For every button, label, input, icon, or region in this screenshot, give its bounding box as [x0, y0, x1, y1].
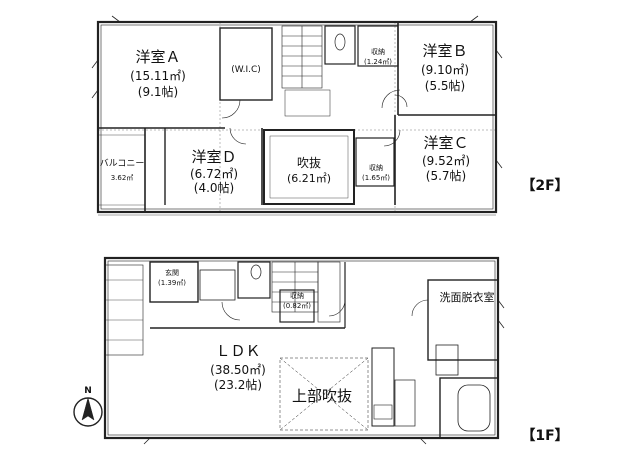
- floor2-windows: [91, 15, 503, 169]
- floor1-door-swings: [221, 299, 429, 321]
- wic-name: (W.I.C): [231, 65, 261, 75]
- storage-mid-area: (1.65㎡): [362, 174, 390, 182]
- room-c-name: 洋室Ｃ: [423, 134, 468, 152]
- room-a-name: 洋室Ａ: [135, 48, 180, 66]
- room-a-area: (15.11㎡): [130, 69, 186, 83]
- bathtub-icon: [457, 384, 491, 432]
- north-compass-icon: [73, 397, 103, 427]
- balcony-name: バルコニー: [100, 158, 145, 169]
- entrance-name: 玄関: [165, 268, 179, 277]
- void-area: (6.21㎡): [287, 172, 331, 185]
- storage-mid-name: 収納: [369, 163, 383, 172]
- storage-1f-area: (0.82㎡): [283, 302, 311, 310]
- storage-1f-name: 収納: [290, 291, 304, 300]
- floor2-inner-wall: [100, 24, 494, 210]
- floor2-door-swings: [221, 89, 408, 147]
- storage-top-area: (1.24㎡): [364, 58, 392, 66]
- room-b-area: (9.10㎡): [421, 63, 469, 77]
- ldk-name: ＬＤＫ: [215, 342, 260, 360]
- room-a-tatami: (9.1帖): [138, 84, 178, 99]
- entrance-area: (1.39㎡): [158, 279, 186, 287]
- stove-icon: [373, 404, 393, 420]
- ldk-area: (38.50㎡): [210, 363, 266, 377]
- kitchen-counter: [371, 347, 395, 427]
- room-d-area: (6.72㎡): [190, 167, 238, 181]
- upper-void-name: 上部吹抜: [292, 387, 352, 405]
- toilet-icon: [334, 33, 346, 51]
- room-c-area: (9.52㎡): [422, 154, 470, 168]
- floor2-plan: [91, 15, 503, 216]
- floor2-outer-wall: [96, 20, 498, 214]
- room-d-tatami: (4.0帖): [194, 180, 234, 195]
- void-frame: [263, 129, 355, 205]
- room-d-name: 洋室Ｄ: [191, 148, 236, 166]
- balcony-railing: [98, 134, 145, 206]
- balcony-area: 3.62㎡: [111, 174, 134, 182]
- entrance-wall: [149, 261, 199, 303]
- wic-wall: [219, 27, 273, 101]
- storage-top-name: 収納: [371, 47, 385, 56]
- room-c-tatami: (5.7帖): [426, 168, 466, 183]
- floor1-tag: 【1F】: [521, 428, 568, 444]
- ldk-tatami: (23.2帖): [214, 377, 262, 392]
- void-name: 吹抜: [297, 156, 321, 170]
- room-b-name: 洋室Ｂ: [422, 42, 467, 60]
- room-b-tatami: (5.5帖): [425, 78, 465, 93]
- floor2-stairs: [281, 25, 323, 89]
- floor1-windows: [143, 299, 505, 445]
- wash-room-name: 洗面脱衣室: [440, 290, 495, 304]
- compass-label: N: [84, 386, 92, 396]
- porch: [104, 264, 144, 356]
- bathroom-wall: [439, 377, 499, 439]
- floor2-toilet-room: [324, 25, 356, 65]
- floor1-plan: [103, 256, 505, 445]
- upper-void-outline: [279, 357, 369, 431]
- floor2-tag: 【2F】: [521, 178, 568, 194]
